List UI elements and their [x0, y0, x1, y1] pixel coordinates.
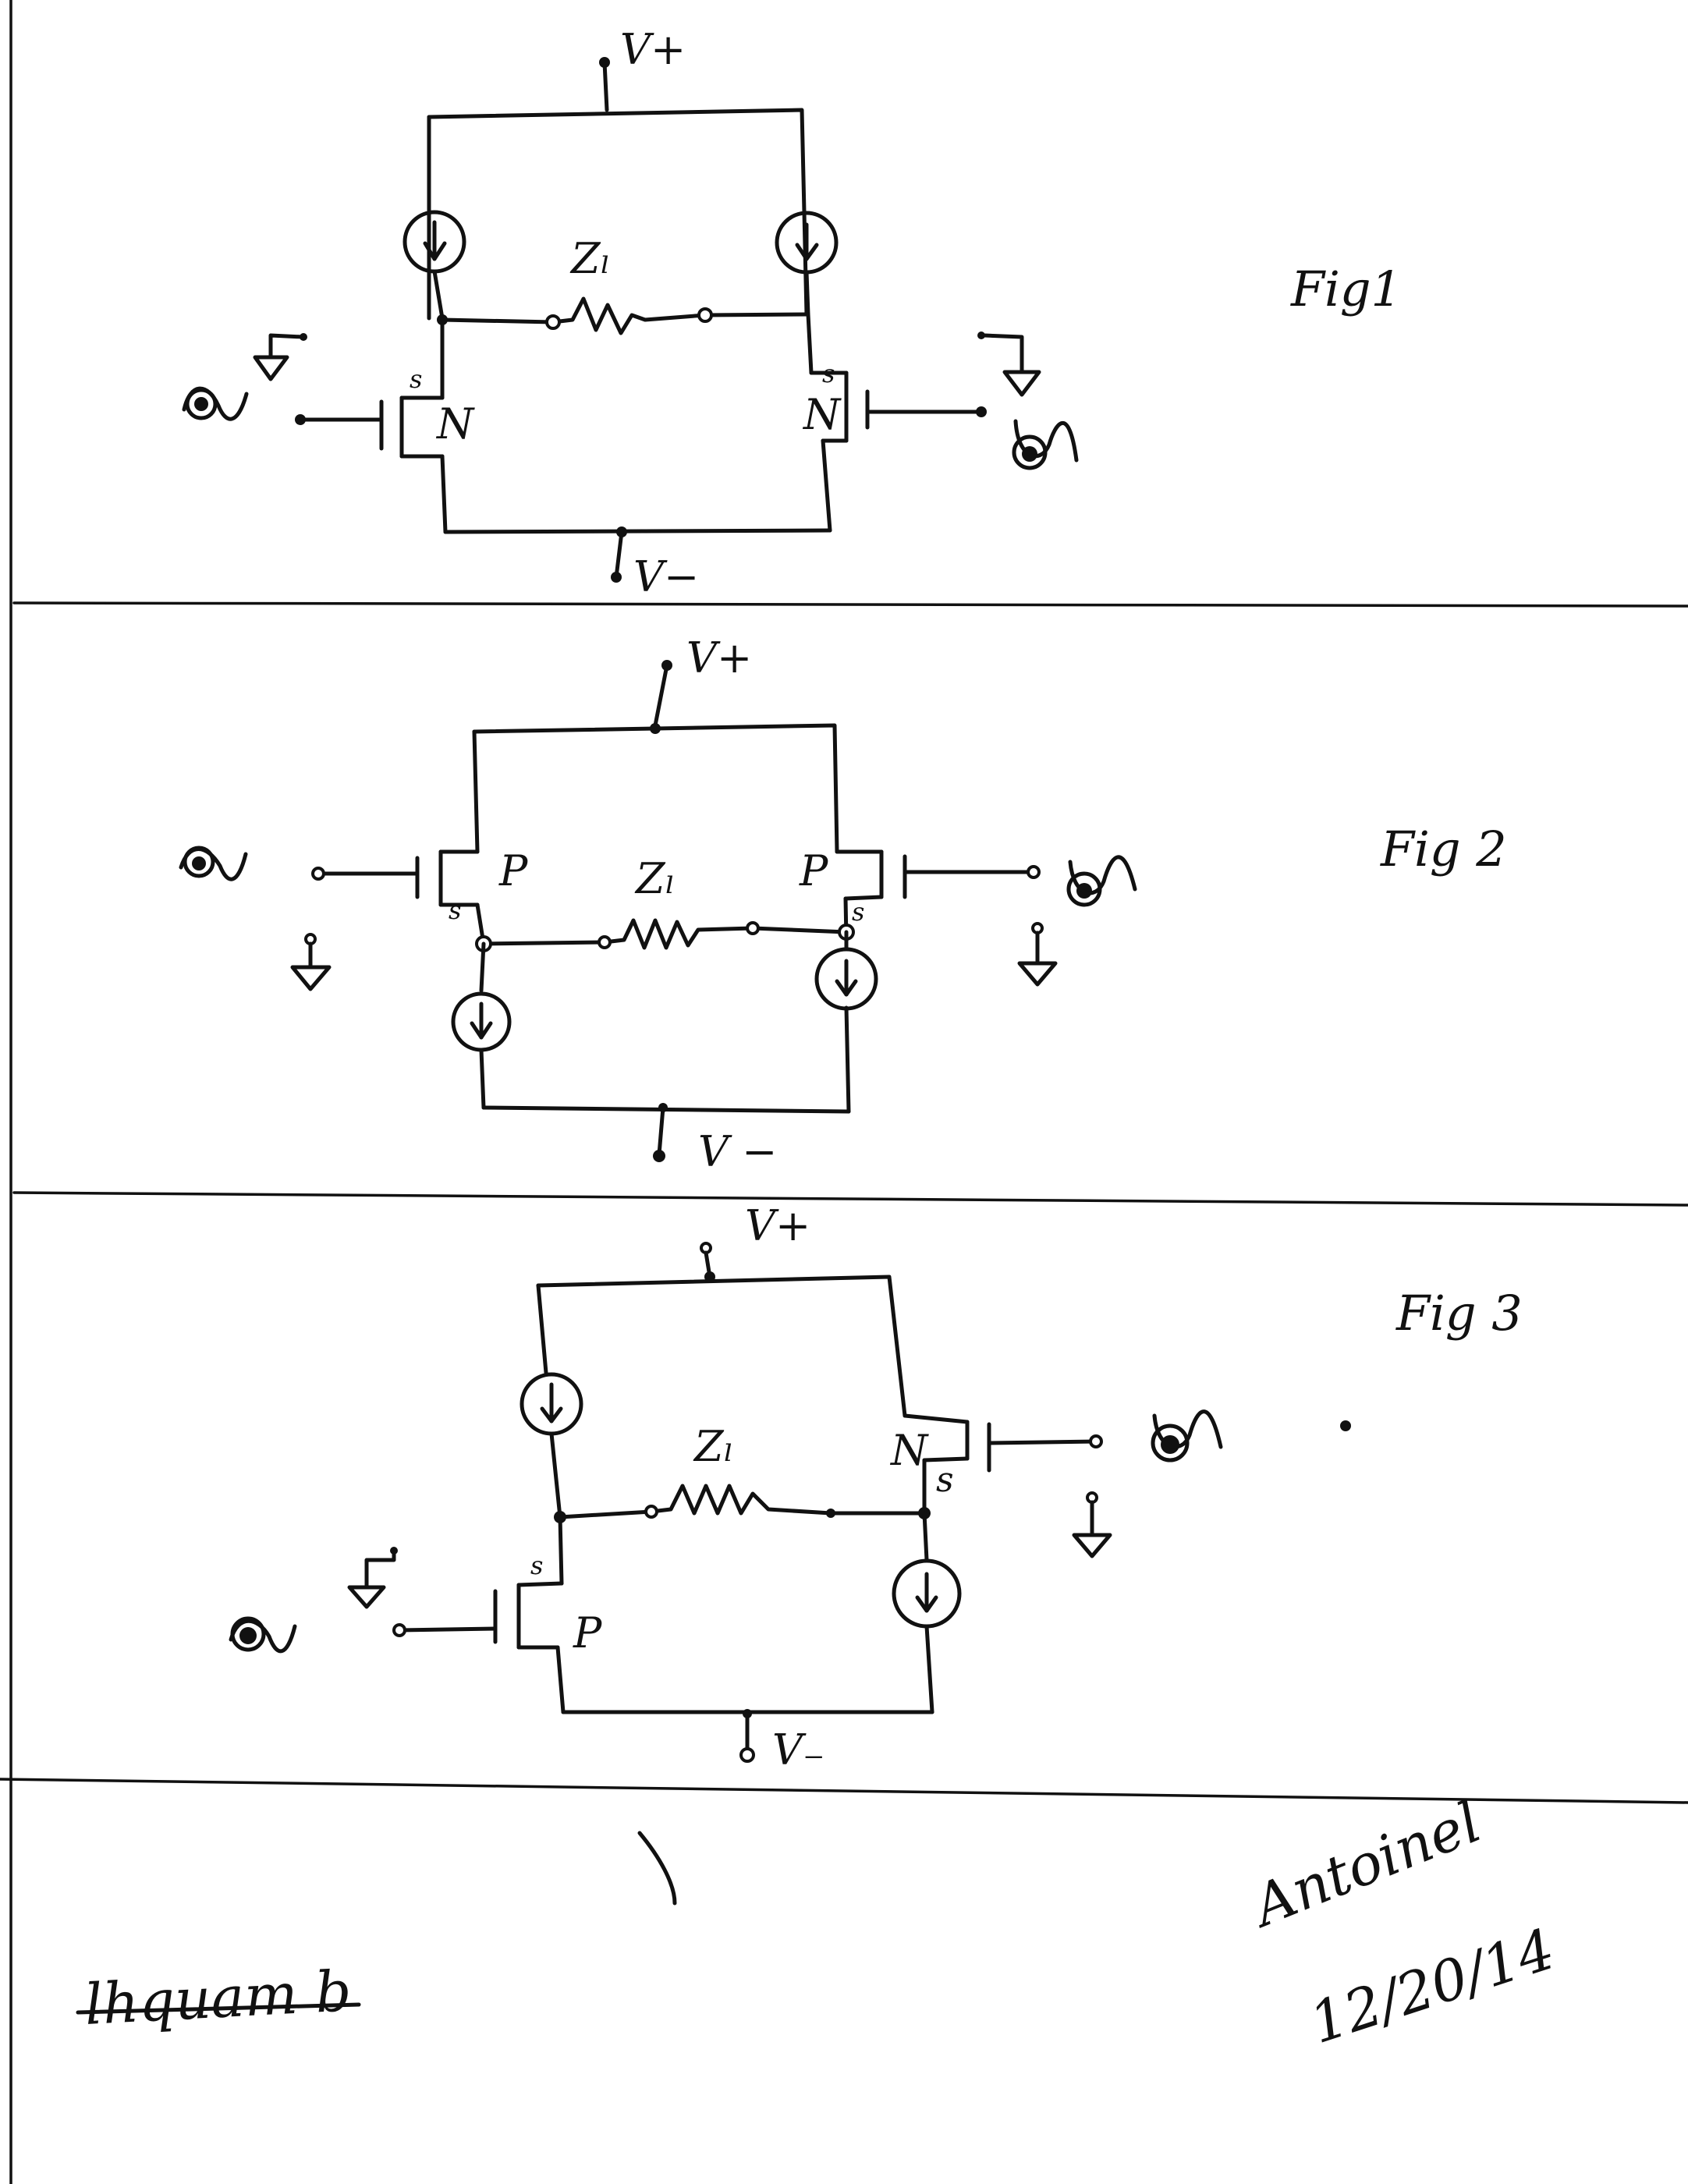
ground-icon: [347, 1547, 398, 1609]
fig2-right-pmos-label: P: [799, 846, 829, 895]
fig2-left-source-label: s: [449, 895, 461, 925]
ac-source-icon: [182, 386, 249, 421]
ground-icon: [1017, 922, 1058, 987]
fig1-right-nmos-label: N: [802, 390, 842, 439]
divider-1: [12, 601, 1688, 608]
ground-icon: [253, 333, 307, 381]
ground-icon: [977, 332, 1041, 397]
footer: lhquam b Antoinel 12/20/14: [76, 1789, 1562, 2056]
current-source-icon: [451, 991, 512, 1052]
fig3-label: Fig 3: [1395, 1285, 1523, 1342]
fig1-vplus-label: V+: [620, 25, 686, 74]
divider-2: [12, 1191, 1688, 1207]
fig2-left-pmos-label: P: [498, 846, 529, 895]
fig3-load-label: Zₗ: [693, 1422, 734, 1471]
load-resistor-icon: [649, 1484, 833, 1516]
ac-source-icon: [1066, 855, 1137, 907]
current-source-icon: [814, 947, 878, 1011]
fig3-left-pmos-label: P: [573, 1608, 603, 1658]
signature-date: 12/20/14: [1302, 1916, 1562, 2056]
fig1-vminus-label: V−: [633, 552, 699, 601]
figure-3: V+ N s Zₗ: [229, 1201, 1523, 1774]
fig3-vplus-label: V+: [745, 1201, 810, 1250]
fig2-label: Fig 2: [1380, 821, 1507, 878]
ac-source-icon: [1151, 1409, 1223, 1462]
figure-2: V+ P s P s Zₗ: [179, 633, 1507, 1176]
fig1-left-source-label: s: [410, 364, 422, 394]
fig3-right-nmos-label: N: [889, 1426, 929, 1475]
fig3-left-source-label: s: [530, 1551, 543, 1580]
ac-source-icon: [179, 846, 248, 881]
stray-pen-mark: [637, 1831, 677, 1906]
current-source-icon: [520, 1372, 583, 1436]
fig2-vplus-label: V+: [686, 633, 752, 682]
fig2-right-source-label: s: [852, 897, 864, 927]
fig1-left-nmos-label: N: [435, 399, 475, 448]
current-source-icon: [892, 1558, 962, 1629]
left-signature: lhquam b: [83, 1958, 353, 2037]
figure-1: V+ Zₗ s N: [182, 25, 1402, 601]
fig1-right-source-label: s: [822, 359, 835, 388]
load-resistor-icon: [602, 918, 755, 950]
ground-icon: [290, 933, 332, 991]
fig1-load-label: Zₗ: [569, 234, 611, 283]
ground-icon: [1072, 1491, 1112, 1558]
divider-3: [0, 1778, 1688, 1804]
fig3-right-source-label: s: [936, 1460, 954, 1500]
fig2-vminus-label: V −: [698, 1127, 777, 1176]
ac-source-icon: [229, 1616, 297, 1654]
fig2-load-label: Zₗ: [634, 854, 676, 903]
current-source-icon: [402, 210, 466, 274]
ac-source-icon: [1012, 419, 1079, 470]
right-signature: Antoinel: [1239, 1789, 1489, 1941]
fig1-label: Fig1: [1290, 261, 1402, 317]
fig3-vminus-label: V₋: [772, 1725, 825, 1774]
load-resistor-icon: [551, 296, 707, 335]
